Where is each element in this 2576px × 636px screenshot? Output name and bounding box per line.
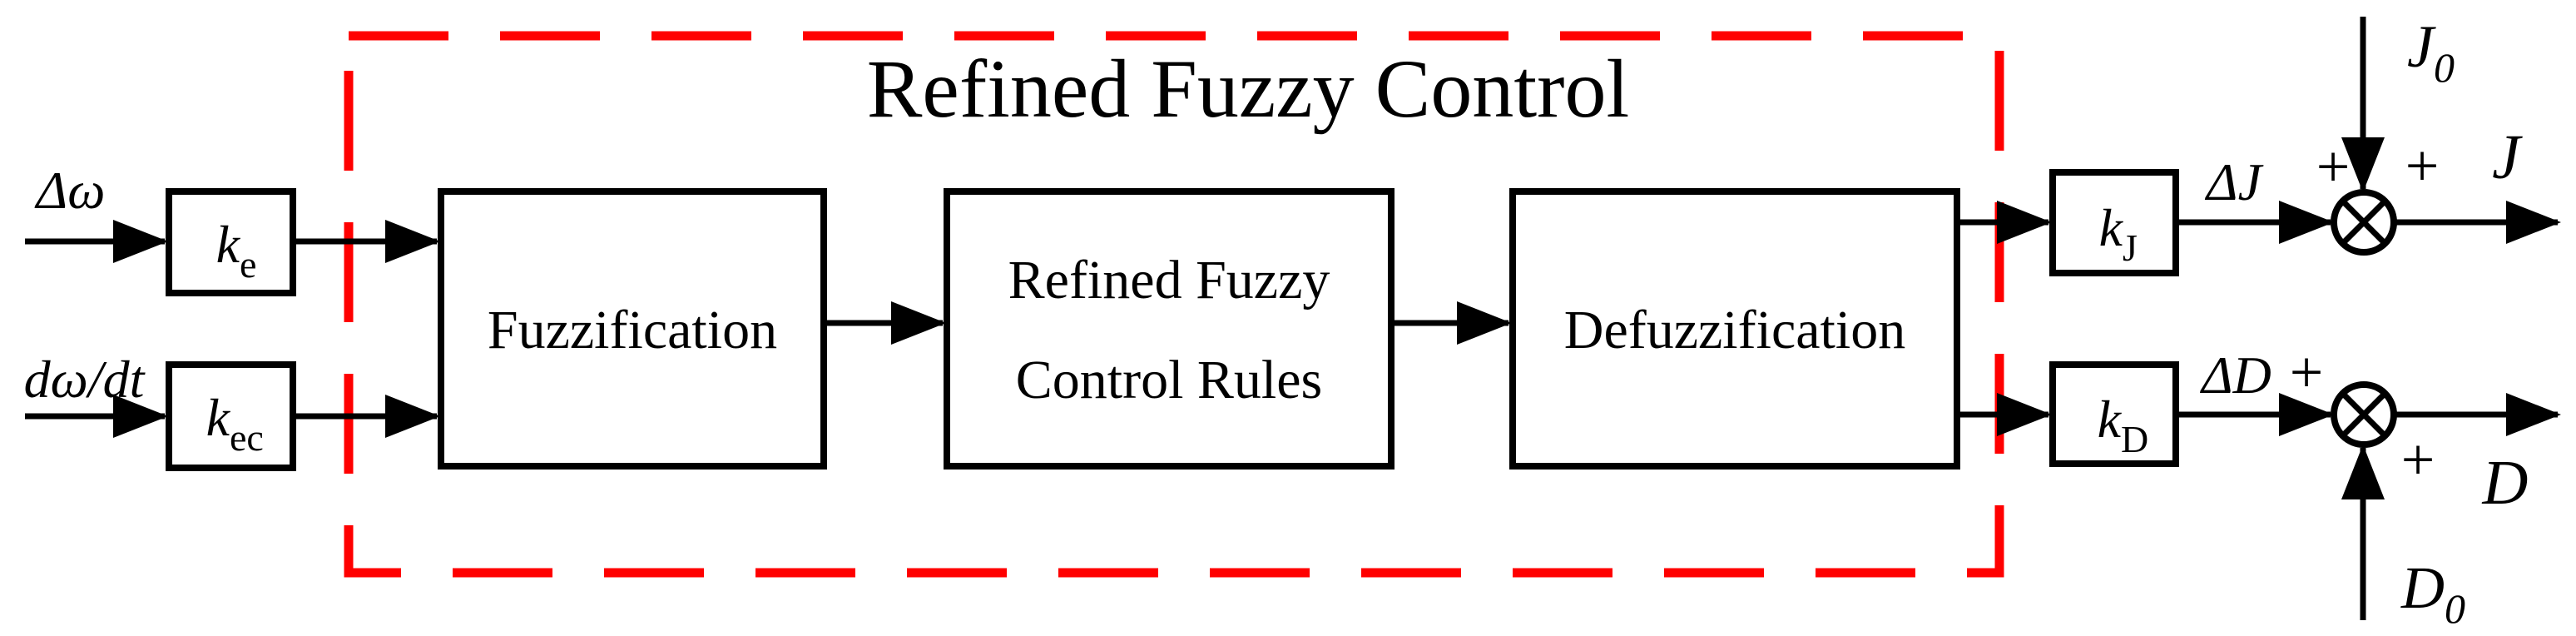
refined-fuzzy-control-boundary bbox=[344, 31, 2004, 578]
sum-d-plus-bottom: + bbox=[2401, 426, 2435, 493]
diagram-title: Refined Fuzzy Control bbox=[867, 42, 1630, 135]
gain-kec-label-base: k bbox=[206, 388, 231, 447]
gain-kj-block bbox=[2049, 169, 2179, 276]
rules-block bbox=[944, 188, 1395, 470]
gain-kj-label-base: k bbox=[2099, 198, 2124, 257]
sum-d-plus-top: + bbox=[2290, 339, 2324, 405]
input-delta-omega-label: Δω bbox=[34, 161, 106, 220]
gain-kd-label-sub: D bbox=[2121, 418, 2148, 460]
d0-label-sub: 0 bbox=[2445, 585, 2465, 632]
input-domega-dt-label: dω/dt bbox=[24, 350, 146, 409]
defuzzification-block bbox=[1509, 188, 1960, 470]
output-j-label: J bbox=[2492, 122, 2523, 192]
output-d-label: D bbox=[2482, 448, 2529, 518]
gain-kd-label-base: k bbox=[2098, 390, 2123, 449]
fuzzification-label: Fuzzification bbox=[488, 300, 777, 360]
gain-kd-block bbox=[2049, 361, 2179, 467]
rules-label-line2: Control Rules bbox=[1016, 350, 1323, 410]
sum-j-plus-left: + bbox=[2316, 133, 2351, 200]
gain-kec-block bbox=[166, 361, 296, 471]
defuzzification-label: Defuzzification bbox=[1564, 300, 1905, 360]
gain-kec-label-sub: ec bbox=[230, 416, 264, 459]
d0-label-base: D bbox=[2400, 554, 2445, 621]
gain-ke-label-sub: e bbox=[240, 243, 256, 286]
rules-label-line1: Refined Fuzzy bbox=[1008, 250, 1330, 311]
j0-label-sub: 0 bbox=[2434, 44, 2455, 91]
sum-junction-d-cross-icon bbox=[2341, 391, 2387, 438]
j0-label-base: J bbox=[2407, 13, 2436, 80]
gain-ke-label-base: k bbox=[216, 215, 241, 274]
sum-j-plus-right: + bbox=[2405, 132, 2440, 199]
delta-j-label: ΔJ bbox=[2204, 152, 2264, 211]
sum-junction-j-cross-icon bbox=[2341, 199, 2387, 246]
delta-d-label: ΔD bbox=[2199, 345, 2271, 405]
gain-kj-label-sub: J bbox=[2123, 226, 2138, 269]
fuzzification-block bbox=[438, 188, 827, 470]
